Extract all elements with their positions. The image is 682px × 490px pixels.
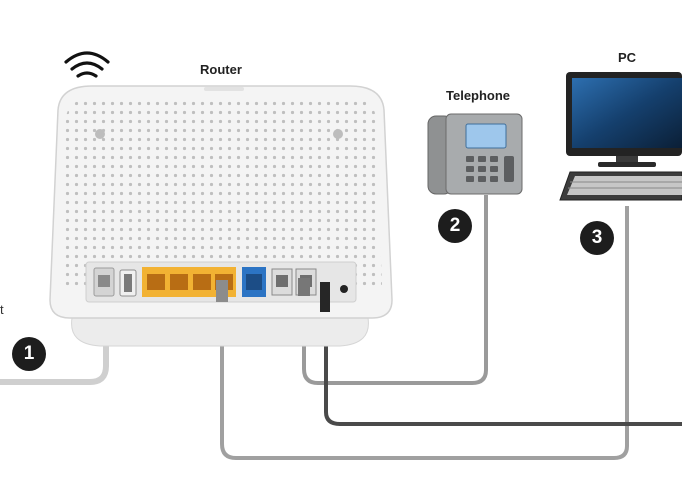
router-device (49, 85, 393, 319)
telephone-device (427, 113, 523, 195)
telephone-label: Telephone (446, 88, 511, 103)
step-badge-1: 1 (12, 337, 46, 371)
router-label: Router (200, 62, 242, 77)
wifi-icon (64, 51, 110, 78)
router-stand (71, 317, 369, 347)
pc-monitor (566, 72, 682, 167)
cable-line-1 (0, 315, 109, 385)
cable-pc (220, 206, 629, 460)
step-badge-3: 3 (580, 221, 614, 255)
pc-keyboard (559, 171, 682, 201)
cable-power (324, 292, 682, 426)
cable-telephone (302, 195, 488, 385)
step-badge-2: 2 (438, 209, 472, 243)
pc-label: PC (618, 50, 637, 65)
left-edge-text: t (0, 302, 4, 317)
